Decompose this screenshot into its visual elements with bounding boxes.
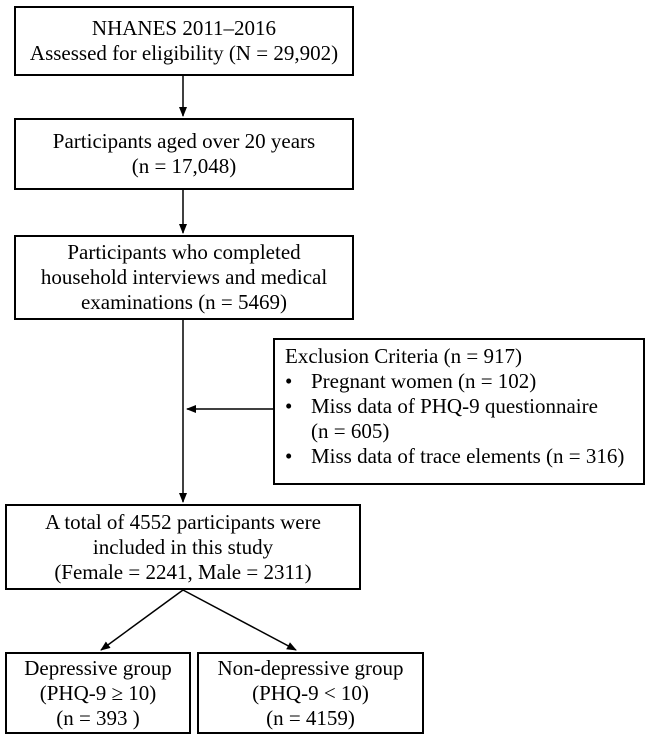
exclusion-item-text: Miss data of PHQ-9 questionnaire xyxy=(311,394,598,418)
bullet-icon: • xyxy=(285,369,293,393)
completed-line: household interviews and medical xyxy=(40,265,328,289)
depressive-group-box: Depressive group (PHQ-9 ≥ 10) (n = 393 ) xyxy=(5,652,191,734)
bullet-icon: • xyxy=(285,444,293,468)
non-depressive-line: (n = 4159) xyxy=(266,705,355,730)
bullet-icon: • xyxy=(285,394,293,418)
arrow-total-to-nondepressive xyxy=(182,589,297,651)
included-line: (Female = 2241, Male = 2311) xyxy=(54,559,312,584)
completed-exams-box: Participants who completed household int… xyxy=(14,235,354,320)
exclusion-item: • Miss data of PHQ-9 questionnaire xyxy=(285,394,635,419)
arrow-total-to-depressive xyxy=(100,589,184,651)
depressive-line: (PHQ-9 ≥ 10) xyxy=(39,680,157,705)
included-line: included in this study xyxy=(92,534,274,559)
completed-line: examinations (n = 5469) xyxy=(80,290,288,314)
exclusion-item-text: Pregnant women (n = 102) xyxy=(311,369,537,393)
depressive-line: Depressive group xyxy=(24,655,172,680)
exclusion-item: • Pregnant women (n = 102) xyxy=(285,369,635,394)
non-depressive-line: Non-depressive group xyxy=(217,655,404,680)
exclusion-item-text: Miss data of trace elements (n = 316) xyxy=(311,444,625,468)
aged-over-20-box: Participants aged over 20 years (n = 17,… xyxy=(14,118,354,190)
non-depressive-group-box: Non-depressive group (PHQ-9 < 10) (n = 4… xyxy=(197,652,424,734)
non-depressive-line: (PHQ-9 < 10) xyxy=(252,680,369,705)
exclusion-item: • Miss data of trace elements (n = 316) xyxy=(285,444,635,469)
included-line: A total of 4552 participants were xyxy=(45,509,321,534)
aged-line: (n = 17,048) xyxy=(131,154,237,178)
eligibility-line: NHANES 2011–2016 xyxy=(91,16,277,40)
eligibility-line: Assessed for eligibility (N = 29,902) xyxy=(29,41,339,65)
completed-line: Participants who completed xyxy=(67,240,301,264)
eligibility-box: NHANES 2011–2016 Assessed for eligibilit… xyxy=(14,6,354,76)
depressive-line: (n = 393 ) xyxy=(56,705,140,730)
included-participants-box: A total of 4552 participants were includ… xyxy=(5,504,361,590)
exclusion-item-text: (n = 605) xyxy=(311,419,390,443)
exclusion-title: Exclusion Criteria (n = 917) xyxy=(285,344,522,368)
exclusion-criteria-box: Exclusion Criteria (n = 917) • Pregnant … xyxy=(273,338,645,485)
aged-line: Participants aged over 20 years xyxy=(52,129,316,153)
